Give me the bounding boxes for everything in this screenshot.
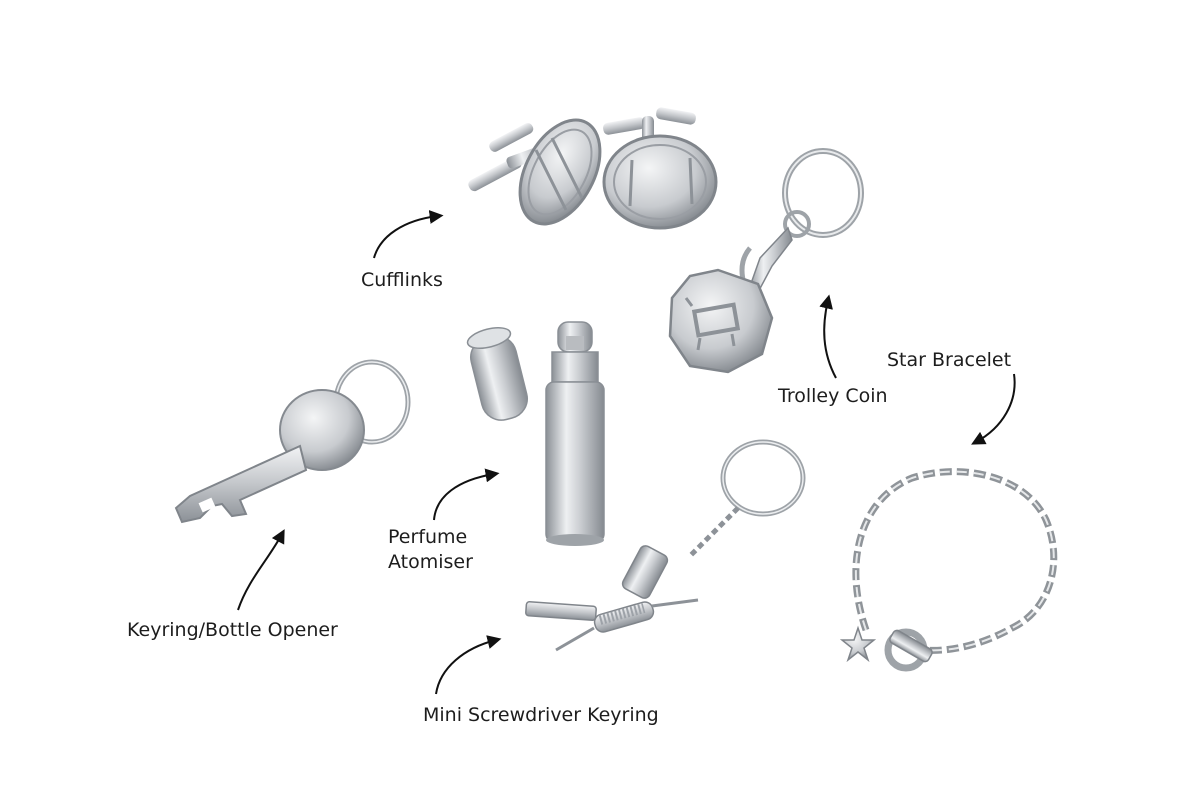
label-cufflinks: Cufflinks <box>361 269 443 291</box>
arrow-mini-screwdriver <box>435 635 502 695</box>
arrow-trolley-coin <box>819 294 837 379</box>
trolley-coin-image <box>668 148 864 374</box>
label-perfume-atomiser: Perfume Atomiser <box>388 525 473 575</box>
arrow-star-bracelet <box>971 373 1016 445</box>
label-perfume-line1: Perfume <box>388 526 468 548</box>
star-bracelet-image <box>839 468 1058 672</box>
arrow-cufflinks <box>373 210 444 259</box>
mini-screwdriver-keyring-image <box>525 439 806 652</box>
label-star-bracelet: Star Bracelet <box>887 349 1012 371</box>
arrows <box>237 210 1016 695</box>
label-perfume-line2: Atomiser <box>388 551 473 573</box>
cufflinks-image <box>468 107 718 230</box>
arrow-perfume-atomiser <box>433 468 500 521</box>
perfume-atomiser-image <box>466 321 605 546</box>
label-mini-screwdriver-keyring: Mini Screwdriver Keyring <box>423 704 659 726</box>
label-trolley-coin: Trolley Coin <box>778 385 888 407</box>
arrow-keyring-bottle-opener <box>237 529 285 611</box>
label-keyring-bottle-opener: Keyring/Bottle Opener <box>127 619 338 641</box>
keyring-bottle-opener-image <box>174 359 411 524</box>
